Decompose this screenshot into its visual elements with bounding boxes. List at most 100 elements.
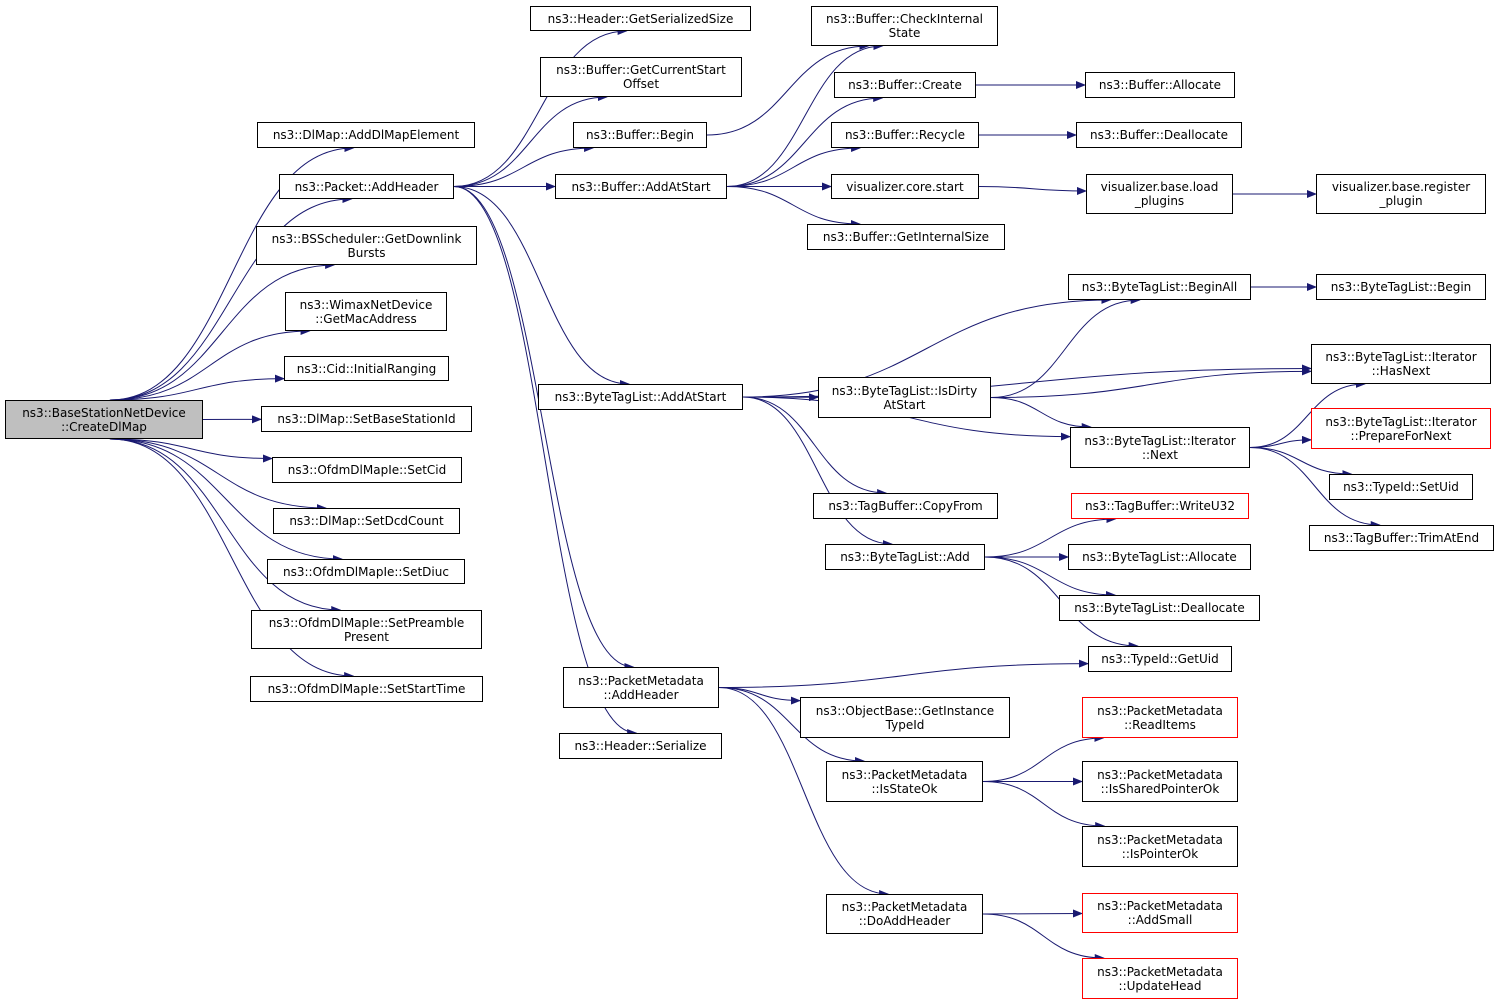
edge-root-to-set-dcd-count <box>109 438 327 512</box>
node-label-line: ns3::PacketMetadata <box>1097 899 1223 913</box>
edge-byte-tag-list-add-to-byte-tag-list-deallocate <box>984 556 1117 599</box>
node-label-line: ns3::TagBuffer::CopyFrom <box>828 499 983 513</box>
node-is-state-ok[interactable]: ns3::PacketMetadata::IsStateOk <box>826 761 983 802</box>
node-label-line: ns3::Buffer::AddAtStart <box>571 179 711 194</box>
node-label-line: ns3::OfdmDlMapIe::SetDiuc <box>283 564 449 579</box>
node-label-line: ns3::OfdmDlMapIe::SetCid <box>287 463 447 477</box>
node-initial-ranging[interactable]: ns3::Cid::InitialRanging <box>284 356 449 381</box>
edge-vis-core-start-to-vis-load-plugins <box>978 186 1087 195</box>
node-label-line: ::Next <box>1141 447 1179 462</box>
edge-root-to-set-start-time <box>109 438 355 680</box>
node-buffer-begin[interactable]: ns3::Buffer::Begin <box>573 122 707 148</box>
node-label-line: _plugins <box>1134 194 1185 208</box>
node-begin-all[interactable]: ns3::ByteTagList::BeginAll <box>1068 274 1251 300</box>
node-label-line: ::CreateDlMap <box>61 419 147 434</box>
node-buffer-deallocate[interactable]: ns3::Buffer::Deallocate <box>1076 122 1242 148</box>
edge-root-to-add-dl-map-element <box>109 144 355 401</box>
node-vis-core-start[interactable]: visualizer.core.start <box>831 174 979 199</box>
node-type-id-get-uid[interactable]: ns3::TypeId::GetUid <box>1088 646 1232 672</box>
node-set-start-time[interactable]: ns3::OfdmDlMapIe::SetStartTime <box>250 676 483 702</box>
node-label-line: ns3::Buffer::Deallocate <box>1090 128 1228 142</box>
node-label-line: ::PrepareForNext <box>1350 428 1452 443</box>
node-add-dl-map-element[interactable]: ns3::DlMap::AddDlMapElement <box>257 122 475 148</box>
node-label-line: ::IsSharedPointerOk <box>1100 781 1220 796</box>
node-label-line: ns3::PacketMetadata <box>1097 703 1223 718</box>
node-label-line: ns3::PacketMetadata <box>841 767 968 782</box>
node-trim-at-end[interactable]: ns3::TagBuffer::TrimAtEnd <box>1309 525 1494 551</box>
node-label-line: ns3::TypeId::GetUid <box>1101 652 1219 666</box>
edge-packet-add-header-to-packet-metadata-add-header <box>453 186 635 671</box>
node-label-line: ns3::DlMap::AddDlMapElement <box>272 128 460 142</box>
node-label-line: ns3::ObjectBase::GetInstance <box>815 703 995 718</box>
node-label-line: ::GetMacAddress <box>315 311 417 326</box>
node-label-line: ns3::ByteTagList::Allocate <box>1082 550 1237 564</box>
node-label-line: ns3::PacketMetadata <box>841 900 968 914</box>
node-label-line: ns3::OfdmDlMapIe::SetPreamble <box>268 615 465 630</box>
edge-do-add-header-to-add-small <box>982 909 1083 918</box>
edge-byte-tag-list-add-to-write-u32 <box>984 515 1117 558</box>
node-buffer-recycle[interactable]: ns3::Buffer::Recycle <box>831 122 979 148</box>
node-vis-load-plugins[interactable]: visualizer.base.load_plugins <box>1086 174 1233 214</box>
node-label-line: ::DoAddHeader <box>858 914 951 928</box>
node-tag-buffer-copy-from[interactable]: ns3::TagBuffer::CopyFrom <box>813 493 998 519</box>
node-byte-tag-list-add[interactable]: ns3::ByteTagList::Add <box>825 544 985 570</box>
node-byte-tag-list-deallocate[interactable]: ns3::ByteTagList::Deallocate <box>1059 595 1260 621</box>
edge-is-state-ok-to-read-items <box>982 734 1105 782</box>
node-label-line: ns3::PacketMetadata <box>578 673 704 688</box>
node-label-line: visualizer.base.load <box>1100 180 1219 194</box>
node-byte-tag-list-allocate[interactable]: ns3::ByteTagList::Allocate <box>1068 544 1251 570</box>
node-get-internal-size[interactable]: ns3::Buffer::GetInternalSize <box>807 224 1005 250</box>
node-set-base-station-id[interactable]: ns3::DlMap::SetBaseStationId <box>261 406 472 432</box>
node-byte-tag-list-add-at-start[interactable]: ns3::ByteTagList::AddAtStart <box>538 384 743 410</box>
edge-packet-add-header-to-get-current-start-offset <box>453 93 608 187</box>
node-label-line: ns3::PacketMetadata <box>1097 767 1223 782</box>
node-label-line: ns3::Buffer::Begin <box>585 128 695 142</box>
node-label-line: Offset <box>622 77 660 91</box>
node-is-pointer-ok[interactable]: ns3::PacketMetadata::IsPointerOk <box>1082 826 1238 867</box>
node-label-line: ::ReadItems <box>1124 717 1196 732</box>
node-iterator-has-next[interactable]: ns3::ByteTagList::Iterator::HasNext <box>1311 344 1491 384</box>
node-label-line: ns3::DlMap::SetDcdCount <box>289 514 444 528</box>
edge-packet-add-header-to-byte-tag-list-add-at-start <box>453 186 630 388</box>
node-root: ns3::BaseStationNetDevice::CreateDlMap <box>5 400 203 439</box>
node-label-line: ns3::OfdmDlMapIe::SetStartTime <box>267 682 466 696</box>
node-set-diuc[interactable]: ns3::OfdmDlMapIe::SetDiuc <box>267 559 465 584</box>
node-set-dcd-count[interactable]: ns3::DlMap::SetDcdCount <box>273 508 460 534</box>
node-packet-add-header[interactable]: ns3::Packet::AddHeader <box>279 174 454 199</box>
node-get-mac-address[interactable]: ns3::WimaxNetDevice::GetMacAddress <box>285 292 447 331</box>
node-packet-metadata-add-header[interactable]: ns3::PacketMetadata::AddHeader <box>563 667 719 708</box>
node-is-shared-pointer-ok[interactable]: ns3::PacketMetadata::IsSharedPointerOk <box>1082 761 1238 802</box>
node-prepare-for-next[interactable]: ns3::ByteTagList::Iterator::PrepareForNe… <box>1311 408 1491 449</box>
node-type-id-set-uid[interactable]: ns3::TypeId::SetUid <box>1329 474 1473 500</box>
node-set-cid[interactable]: ns3::OfdmDlMapIe::SetCid <box>272 457 462 483</box>
node-iterator-next[interactable]: ns3::ByteTagList::Iterator::Next <box>1070 427 1250 468</box>
node-label-line: ns3::ByteTagList::IsDirty <box>831 383 978 398</box>
node-add-small[interactable]: ns3::PacketMetadata::AddSmall <box>1082 893 1238 933</box>
node-vis-register-plugin[interactable]: visualizer.base.register_plugin <box>1316 174 1486 214</box>
node-buffer-add-at-start[interactable]: ns3::Buffer::AddAtStart <box>555 174 727 199</box>
node-read-items[interactable]: ns3::PacketMetadata::ReadItems <box>1082 697 1238 738</box>
node-update-head[interactable]: ns3::PacketMetadata::UpdateHead <box>1082 958 1238 999</box>
node-label-line: ns3::ByteTagList::Iterator <box>1084 433 1236 448</box>
node-label-line: ns3::WimaxNetDevice <box>299 297 433 312</box>
edge-is-dirty-at-start-to-iterator-has-next <box>990 367 1312 398</box>
node-header-serialize[interactable]: ns3::Header::Serialize <box>559 733 722 759</box>
node-label-line: ::IsStateOk <box>871 781 938 796</box>
node-label-line: ns3::PacketMetadata <box>1097 964 1223 979</box>
node-write-u32[interactable]: ns3::TagBuffer::WriteU32 <box>1071 493 1249 519</box>
node-label-line: ns3::ByteTagList::Add <box>840 550 970 564</box>
node-byte-tag-list-begin[interactable]: ns3::ByteTagList::Begin <box>1316 274 1486 300</box>
node-buffer-allocate[interactable]: ns3::Buffer::Allocate <box>1085 72 1235 98</box>
node-buffer-create[interactable]: ns3::Buffer::Create <box>834 72 976 98</box>
node-label-line: visualizer.core.start <box>846 179 964 194</box>
node-do-add-header[interactable]: ns3::PacketMetadata::DoAddHeader <box>826 894 983 934</box>
node-get-serialized-size[interactable]: ns3::Header::GetSerializedSize <box>530 6 751 31</box>
